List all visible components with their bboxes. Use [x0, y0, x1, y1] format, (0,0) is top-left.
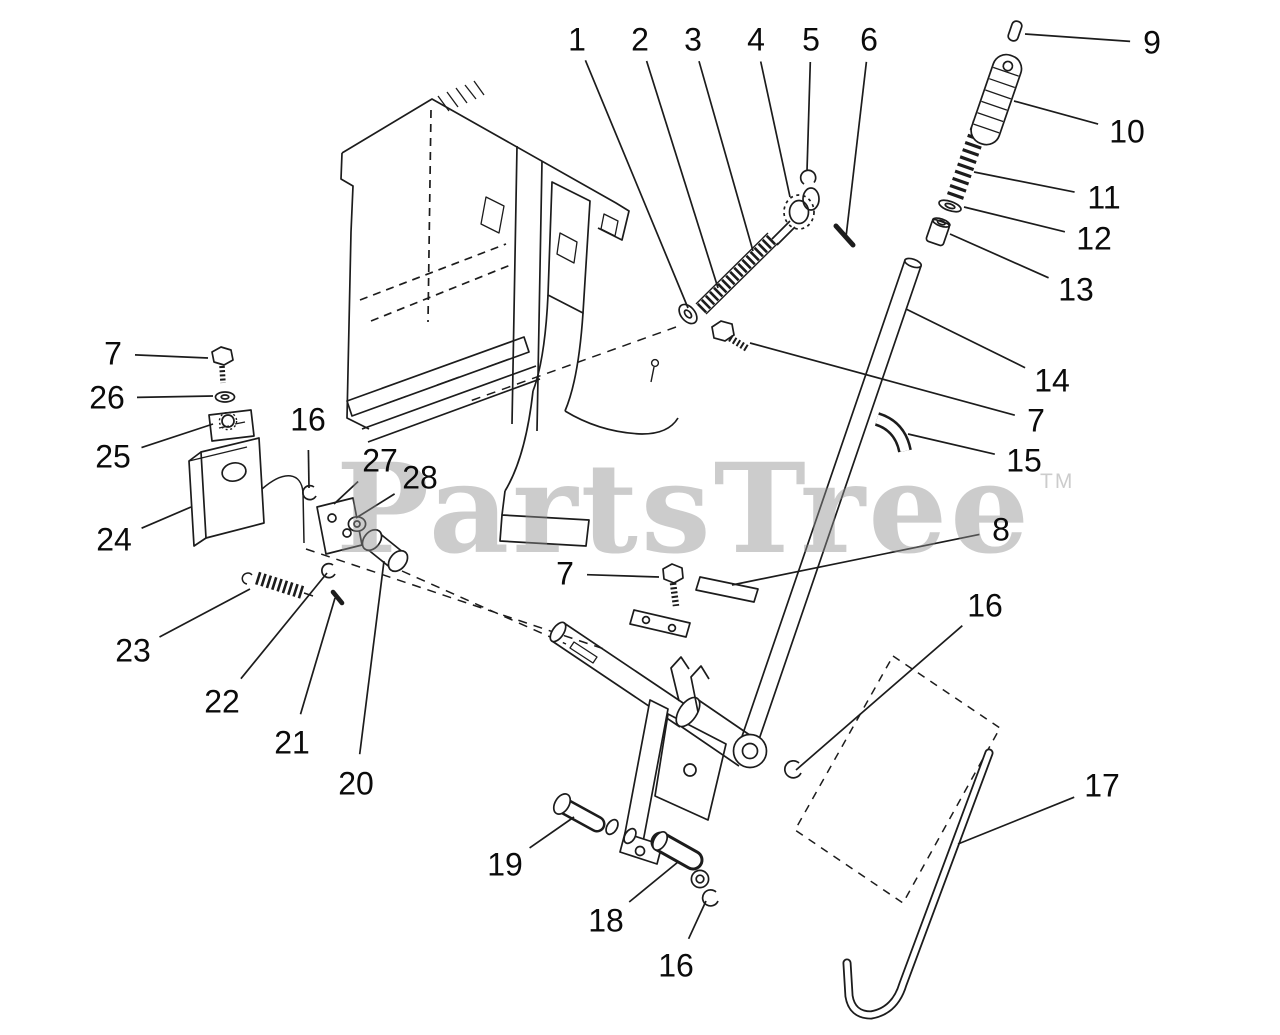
callout-label-7: 7: [1027, 402, 1045, 439]
spring-part11: [946, 120, 990, 200]
washer-part12: [938, 199, 962, 213]
plate-part8: [695, 576, 759, 603]
leader-line: [1024, 33, 1131, 43]
bolt-part7-left: [211, 346, 234, 366]
leader-line: [687, 900, 707, 940]
callout-label-13: 13: [1058, 271, 1094, 308]
callout-label-16: 16: [967, 587, 1003, 624]
leader-line: [141, 506, 192, 529]
tube-part14: [736, 259, 922, 758]
leader-line: [963, 206, 1066, 233]
callout-label-21: 21: [274, 724, 310, 761]
leader-line: [240, 572, 328, 680]
leader-line: [731, 533, 980, 586]
leader-line: [358, 560, 385, 755]
leader-line: [529, 816, 575, 849]
pin-part21: [330, 589, 345, 606]
callout-label-10: 10: [1109, 113, 1145, 150]
callout-label-11: 11: [1087, 179, 1121, 216]
callout-label-8: 8: [992, 511, 1010, 548]
leader-line: [628, 861, 679, 903]
leader-line: [1013, 100, 1099, 125]
washer-part1: [678, 303, 698, 325]
callout-label-5: 5: [802, 21, 820, 58]
clip-part16-right: [784, 760, 802, 779]
chassis-panel: [340, 80, 679, 547]
pin-part6: [833, 223, 856, 248]
adjustment-rod-assembly: [678, 169, 856, 352]
callout-label-19: 19: [487, 846, 523, 883]
washer-part26: [214, 391, 236, 403]
leader-line: [333, 480, 359, 505]
leader-line: [307, 449, 310, 489]
leader-line: [907, 433, 995, 456]
leader-line: [584, 59, 689, 309]
leader-line: [759, 61, 791, 198]
clip-part16-left: [302, 484, 317, 501]
leader-line: [905, 308, 1026, 369]
callout-label-22: 22: [204, 683, 240, 720]
callout-label-7: 7: [104, 335, 122, 372]
leader-line: [698, 60, 754, 252]
callout-label-16: 16: [658, 947, 694, 984]
callout-label-28: 28: [402, 459, 438, 496]
callout-label-27: 27: [362, 442, 398, 479]
grip-part10: [970, 53, 1023, 146]
leader-line: [949, 233, 1049, 279]
bracket-part24: [200, 437, 265, 539]
leader-line: [749, 342, 1016, 417]
knob-part4: [783, 194, 815, 230]
callout-label-6: 6: [860, 21, 878, 58]
spring-part23: [255, 571, 306, 600]
callout-label-25: 25: [95, 438, 131, 475]
leader-line: [159, 588, 251, 638]
callout-label-23: 23: [115, 632, 151, 669]
bolt-part7-upper: [711, 320, 735, 342]
leader-lines: [134, 33, 1131, 940]
fork: [670, 656, 710, 713]
callout-label-12: 12: [1076, 220, 1112, 257]
leader-line: [957, 796, 1075, 845]
leader-line: [134, 354, 209, 359]
leader-line: [136, 395, 214, 399]
leader-line: [299, 597, 336, 715]
clip-part22: [321, 562, 336, 579]
bushing-part13: [925, 217, 951, 247]
lift-rod-part17: [842, 748, 994, 1020]
clip-part16-bottom: [701, 889, 719, 907]
leader-line: [141, 423, 214, 449]
callout-label-17: 17: [1084, 767, 1120, 804]
callout-label-26: 26: [89, 379, 125, 416]
left-bracket-parts: [188, 346, 409, 606]
callout-label-2: 2: [631, 21, 649, 58]
clip-part25: [221, 414, 235, 428]
lever-assembly: [549, 563, 802, 907]
callout-label-1: 1: [568, 21, 586, 58]
bolt-part7-middle: [662, 563, 684, 584]
callout-label-16: 16: [290, 401, 326, 438]
callout-label-9: 9: [1143, 24, 1161, 61]
leader-line: [973, 171, 1075, 193]
leader-line: [845, 61, 868, 238]
leader-line: [806, 61, 812, 172]
callout-label-24: 24: [96, 521, 132, 558]
callout-label-18: 18: [588, 902, 624, 939]
leader-line: [355, 493, 396, 519]
leader-line: [586, 573, 660, 578]
callout-label-14: 14: [1034, 362, 1070, 399]
callout-label-7: 7: [556, 555, 574, 592]
callout-label-20: 20: [338, 765, 374, 802]
handle-assembly: [736, 20, 1023, 758]
callout-label-15: 15: [1006, 442, 1042, 479]
callout-label-3: 3: [684, 21, 702, 58]
pin-part9: [1007, 20, 1023, 42]
leader-line: [795, 625, 963, 771]
callout-label-4: 4: [747, 21, 765, 58]
leader-line: [645, 60, 719, 289]
